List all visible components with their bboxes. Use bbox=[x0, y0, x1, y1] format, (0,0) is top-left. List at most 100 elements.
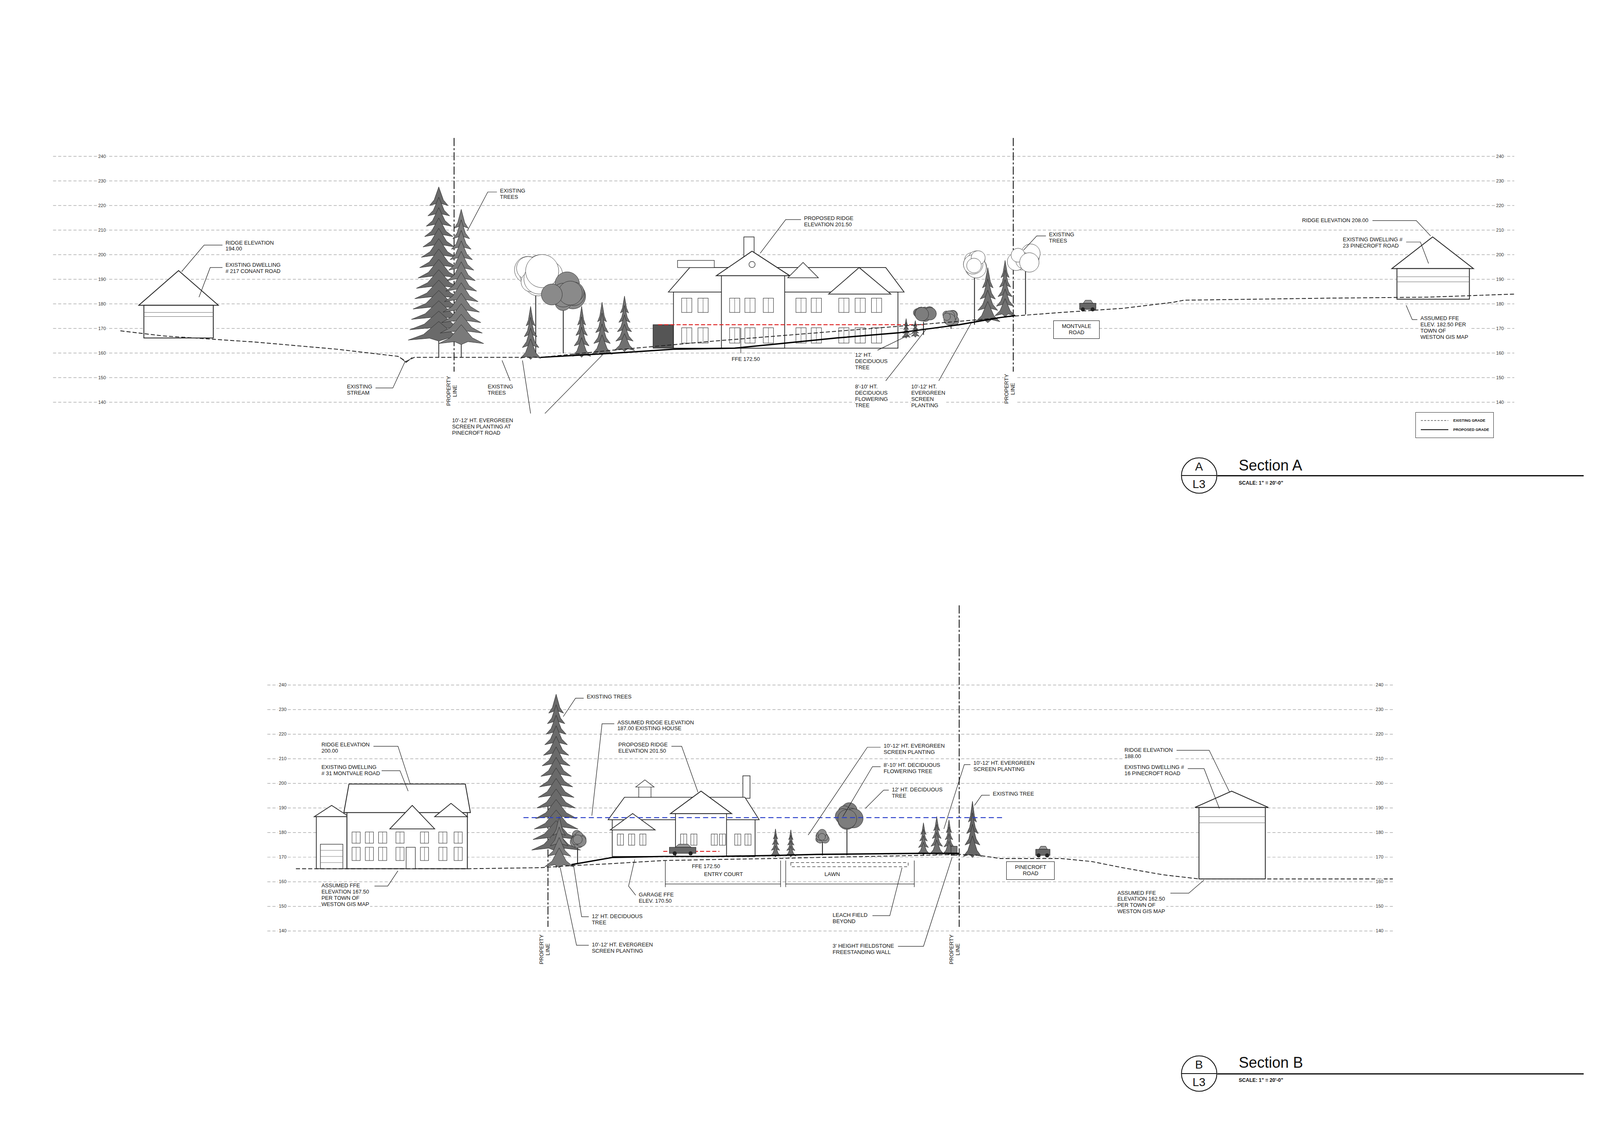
garage-door bbox=[320, 844, 343, 869]
window-mullion bbox=[768, 297, 769, 313]
elevation-number: 190 bbox=[1495, 276, 1505, 282]
window-mullion bbox=[442, 831, 443, 843]
leader-line bbox=[885, 328, 927, 381]
window bbox=[395, 831, 405, 843]
leader-line bbox=[671, 746, 698, 793]
car-wheel bbox=[1045, 853, 1050, 858]
house-wall bbox=[143, 305, 214, 338]
callout-note: EXISTING DWELLING # 23 PINECROFT ROAD bbox=[1342, 236, 1405, 250]
window-mullion bbox=[686, 297, 688, 313]
existing-grade bbox=[295, 854, 1393, 879]
section-letter: A bbox=[1180, 458, 1218, 475]
legend-box: EXISTING GRADEPROPOSED GRADE bbox=[1415, 412, 1494, 438]
proposed-grade bbox=[540, 315, 1016, 358]
callout-note: ASSUMED RIDGE ELEVATION 187.00 EXISTING … bbox=[617, 719, 695, 733]
tree-trunk bbox=[974, 274, 975, 325]
window-mullion bbox=[686, 327, 688, 343]
leader-line bbox=[872, 867, 903, 916]
leader-line bbox=[938, 322, 972, 381]
window-mullion bbox=[400, 847, 401, 861]
elevation-number: 150 bbox=[97, 375, 107, 381]
dimension-tick bbox=[780, 860, 781, 888]
leader-line bbox=[1406, 242, 1429, 264]
callout-note: FFE 172.50 bbox=[731, 356, 760, 363]
garage-door-panel bbox=[320, 850, 343, 851]
evergreen-tree bbox=[438, 324, 484, 345]
house-wall bbox=[316, 816, 347, 869]
callout-note: 10'-12' HT. EVERGREEN SCREEN PLANTING AT… bbox=[452, 417, 515, 437]
window-mullion bbox=[714, 833, 715, 845]
elevation-number: 210 bbox=[277, 755, 288, 762]
window-mullion bbox=[424, 847, 425, 861]
leader-line bbox=[522, 360, 531, 414]
window bbox=[420, 847, 429, 861]
window bbox=[763, 297, 774, 313]
gable-roof bbox=[610, 813, 655, 830]
scale-note: SCALE: 1" = 20'-0" bbox=[1238, 1077, 1284, 1084]
property-line-label: PROPERTY LINE bbox=[445, 375, 459, 407]
evergreen-tree bbox=[545, 847, 574, 868]
property-line-label: PROPERTY LINE bbox=[538, 933, 552, 965]
elevation-number: 210 bbox=[1375, 755, 1385, 762]
elevation-number: 140 bbox=[1495, 399, 1505, 405]
elevation-gridline bbox=[52, 205, 1515, 206]
elevation-number: 200 bbox=[1375, 780, 1385, 786]
chimney bbox=[742, 775, 750, 799]
window bbox=[365, 831, 374, 843]
window-mullion bbox=[642, 833, 643, 845]
siding-line bbox=[1199, 822, 1266, 823]
leader-line bbox=[865, 790, 889, 809]
window-mullion bbox=[843, 327, 845, 343]
title-underline bbox=[1217, 475, 1584, 477]
elevation-gridline bbox=[267, 905, 1393, 907]
elevation-number: 220 bbox=[97, 202, 107, 208]
dimension-line bbox=[665, 883, 781, 885]
car-wheel bbox=[688, 851, 693, 856]
elevation-number: 190 bbox=[97, 276, 107, 282]
car-wheel bbox=[672, 851, 677, 856]
siding-line bbox=[143, 312, 214, 313]
window-mullion bbox=[631, 833, 632, 845]
house-wall bbox=[1199, 807, 1266, 879]
window-mullion bbox=[702, 297, 704, 313]
house-wall bbox=[721, 273, 785, 349]
callout-note: 10'-12' HT. EVERGREEN SCREEN PLANTING bbox=[591, 941, 654, 955]
deciduous-tree bbox=[1019, 252, 1040, 273]
leader-line bbox=[897, 857, 953, 946]
elevation-number: 230 bbox=[1495, 177, 1505, 184]
leader-line bbox=[573, 864, 589, 917]
elevation-gridline bbox=[267, 930, 1393, 931]
road-label-box: PINECROFT ROAD bbox=[1006, 861, 1055, 880]
front-door bbox=[406, 847, 416, 869]
window bbox=[395, 847, 405, 861]
elevation-number: 160 bbox=[277, 878, 288, 885]
roof-railing bbox=[677, 260, 715, 268]
window bbox=[745, 327, 755, 343]
legend-text: PROPOSED GRADE bbox=[1453, 427, 1490, 432]
leader-line bbox=[877, 332, 914, 351]
callout-note: EXISTING DWELLING # 16 PINECROFT ROAD bbox=[1124, 764, 1186, 777]
window-mullion bbox=[816, 327, 817, 343]
window-mullion bbox=[400, 831, 401, 843]
section-title: Section A bbox=[1238, 457, 1303, 474]
dimension-tick bbox=[914, 860, 915, 888]
callout-note: LAWN bbox=[824, 871, 840, 878]
dimension-line bbox=[785, 883, 915, 885]
callout-note: 10'-12' HT. EVERGREEN SCREEN PLANTING bbox=[973, 760, 1036, 773]
leader-line bbox=[1023, 235, 1046, 250]
road-label-box: MONTVALE ROAD bbox=[1053, 320, 1100, 339]
elevation-gridline bbox=[267, 758, 1393, 759]
window bbox=[795, 297, 806, 313]
legend-line-sample bbox=[1420, 429, 1449, 430]
existing-ridge-line bbox=[523, 817, 1003, 818]
window-mullion bbox=[369, 831, 370, 843]
house-roof bbox=[138, 270, 219, 305]
garage-door-panel bbox=[320, 856, 343, 857]
road-name: MONTVALE ROAD bbox=[1061, 323, 1092, 336]
leader-line bbox=[545, 355, 603, 414]
window bbox=[811, 297, 822, 313]
callout-note: RIDGE ELEVATION 194.00 bbox=[225, 240, 275, 253]
tree-trunk bbox=[822, 841, 823, 855]
elevation-number: 140 bbox=[1375, 927, 1385, 934]
